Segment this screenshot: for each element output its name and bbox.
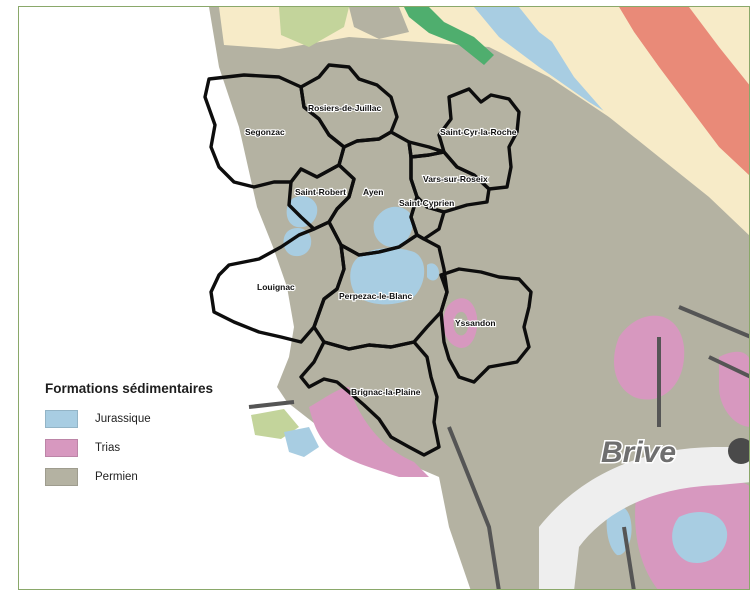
legend-label-jurassique: Jurassique xyxy=(95,412,151,425)
commune-label-vars: Vars-sur-Roseix xyxy=(423,174,488,184)
geology-background xyxy=(209,7,749,589)
fault-line-1 xyxy=(678,305,749,339)
legend: Formations sédimentaires Jurassique Tria… xyxy=(45,381,260,501)
permien-core-yssandon xyxy=(453,311,469,336)
jurassique-zone-perpezac xyxy=(350,248,425,305)
jurassique-zone-saint-robert xyxy=(286,195,318,228)
commune-label-segonzac: Segonzac xyxy=(245,127,285,137)
jurassique-zone-bottom-right xyxy=(672,512,728,563)
commune-boundaries xyxy=(203,63,533,457)
boundary-rosiers xyxy=(299,63,399,149)
city-marker-brive xyxy=(728,438,749,464)
brive-city: Brive xyxy=(600,435,749,471)
jurassique-zone-west xyxy=(283,227,312,257)
blue-zone-left xyxy=(284,427,319,457)
commune-label-saint-cyr: Saint-Cyr-la-Roche xyxy=(440,127,517,137)
boundary-saint-cyr xyxy=(437,87,521,191)
commune-label-louignac: Louignac xyxy=(257,282,295,292)
fault-line-4 xyxy=(447,426,501,589)
light-green-zone-top xyxy=(279,7,349,47)
legend-item-permien: Permien xyxy=(45,466,260,487)
commune-label-saint-robert: Saint-Robert xyxy=(295,187,346,197)
boundary-saint-cyprien xyxy=(407,140,446,241)
geology-map: Rosiers-de-Juillac Segonzac Saint-Cyr-la… xyxy=(203,7,749,589)
cream-band-right xyxy=(539,7,749,236)
commune-label-yssandon: Yssandon xyxy=(455,318,496,328)
fault-line-6 xyxy=(248,400,295,409)
commune-labels: Rosiers-de-Juillac Segonzac Saint-Cyr-la… xyxy=(244,102,518,398)
commune-label-perpezac: Perpezac-le-Blanc xyxy=(339,291,412,301)
brive-corridor xyxy=(539,447,749,589)
legend-item-jurassique: Jurassique xyxy=(45,408,260,429)
legend-swatch-trias xyxy=(45,438,78,457)
commune-label-rosiers: Rosiers-de-Juillac xyxy=(308,103,381,113)
jurassique-zone-ayen xyxy=(373,206,413,248)
city-label-brive: Brive xyxy=(601,436,676,469)
legend-label-trias: Trias xyxy=(95,441,121,454)
salmon-band xyxy=(619,7,749,176)
boundary-yssandon xyxy=(439,267,533,384)
legend-item-trias: Trias xyxy=(45,437,260,458)
boundary-brignac xyxy=(299,340,441,457)
commune-label-saint-cyprien: Saint-Cyprien xyxy=(399,198,454,208)
fault-line-3 xyxy=(708,355,749,379)
jurassique-zone-small xyxy=(427,263,439,281)
legend-swatch-jurassique xyxy=(45,409,78,428)
map-frame: Rosiers-de-Juillac Segonzac Saint-Cyr-la… xyxy=(18,6,750,590)
boundary-perpezac xyxy=(312,233,449,351)
trias-zone-left xyxy=(309,387,429,477)
fault-line-5 xyxy=(622,526,636,589)
commune-label-brignac: Brignac-la-Plaine xyxy=(351,387,421,397)
green-band xyxy=(404,7,494,65)
commune-label-ayen: Ayen xyxy=(363,187,383,197)
legend-label-permien: Permien xyxy=(95,470,138,483)
trias-zone-right xyxy=(614,315,685,400)
legend-swatch-permien xyxy=(45,467,78,486)
legend-title: Formations sédimentaires xyxy=(45,381,214,396)
permien-wedge-top xyxy=(349,7,409,39)
